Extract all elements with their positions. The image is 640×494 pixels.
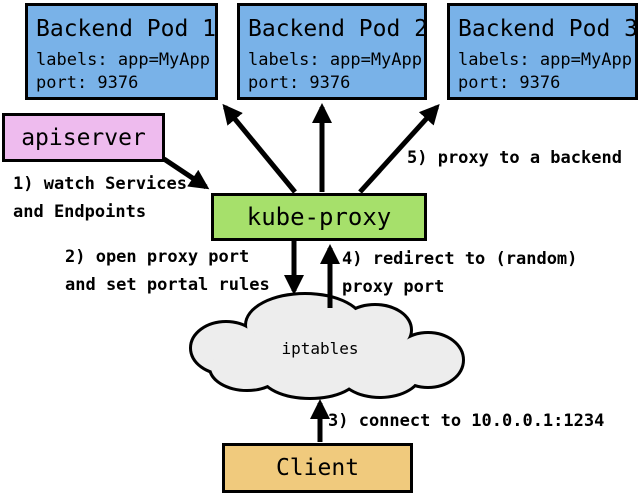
pod-title: Backend Pod 1 — [36, 16, 217, 42]
arrow-watch-services — [162, 156, 210, 190]
client-label: Client — [275, 455, 360, 481]
pod-title: Backend Pod 3 — [458, 16, 639, 42]
pod-labels-line: labels: app=MyApp — [36, 50, 210, 70]
step2-open-proxy-port-label: 2) open proxy port and set portal rules — [65, 247, 270, 295]
apiserver-box: apiserver — [2, 113, 165, 162]
client-box: Client — [222, 443, 413, 493]
pod-port-line: port: 9376 — [458, 73, 561, 93]
pod-title: Backend Pod 2 — [248, 16, 429, 42]
kube-proxy-label: kube-proxy — [246, 203, 392, 231]
kube-proxy-box: kube-proxy — [211, 193, 427, 241]
pod-labels-line: labels: app=MyApp — [248, 50, 422, 70]
pod-port-line: port: 9376 — [248, 73, 351, 93]
apiserver-label: apiserver — [21, 124, 146, 151]
arrow-proxy-to-pod3 — [358, 104, 440, 194]
step1-watch-services-label: 1) watch Services and Endpoints — [13, 174, 187, 222]
step4-redirect-label: 4) redirect to (random) proxy port — [342, 249, 578, 297]
step3-connect-label: 3) connect to 10.0.0.1:1234 — [328, 411, 605, 431]
pod-port-line: port: 9376 — [36, 73, 139, 93]
pod-labels-line: labels: app=MyApp — [458, 50, 632, 70]
step5-proxy-backend-label: 5) proxy to a backend — [407, 148, 622, 168]
backend-pod-3-box: Backend Pod 3 labels: app=MyApp port: 93… — [447, 3, 638, 100]
backend-pod-1-box: Backend Pod 1 labels: app=MyApp port: 93… — [25, 3, 218, 100]
backend-pod-2-box: Backend Pod 2 labels: app=MyApp port: 93… — [237, 3, 429, 100]
arrow-proxy-to-pod1 — [222, 103, 297, 194]
iptables-label: iptables — [281, 339, 359, 358]
